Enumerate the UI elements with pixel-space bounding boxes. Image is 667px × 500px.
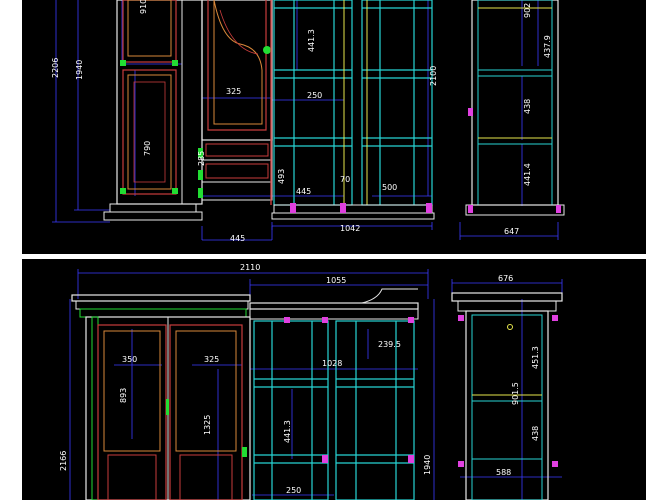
dim-label: 239.5	[378, 340, 401, 349]
side-elevation-top	[465, 0, 565, 216]
dim-label: 438	[523, 99, 532, 114]
shelving-bottom	[253, 320, 415, 500]
left-wardrobe-bottom	[85, 316, 251, 500]
dim-label: 901.5	[511, 382, 520, 405]
dim-label: 910	[139, 0, 148, 14]
dim-label: 437.9	[543, 35, 552, 58]
dim-label: 1055	[326, 276, 346, 285]
dim-label: 676	[498, 274, 513, 283]
dim-label: 2110	[240, 263, 260, 272]
dim-label: 2100	[429, 66, 438, 86]
dim-label: 893	[119, 388, 128, 403]
dimension-lines-top	[52, 0, 559, 241]
cabinet-elevation-top-svg: 2206 1940 910 325 790 285 493 445 445 44…	[51, 0, 565, 243]
dim-label: 1325	[203, 415, 212, 435]
shelving-top	[273, 0, 433, 206]
dim-label: 441.3	[307, 29, 316, 52]
dim-label: 250	[286, 486, 301, 495]
dim-label: 790	[143, 141, 152, 156]
dim-label: 500	[382, 183, 397, 192]
dim-label: 588	[496, 468, 511, 477]
dim-label: 445	[230, 234, 245, 243]
dim-label: 2166	[59, 451, 68, 471]
dim-label: 1940	[423, 455, 432, 475]
cad-drawing-bottom-panel: 2110 1055 676 350 325 893 1325 1028 239.…	[22, 259, 646, 500]
dim-label: 441.3	[283, 420, 292, 443]
dim-label: 451.3	[531, 346, 540, 369]
dim-label: 1028	[322, 359, 342, 368]
dim-label: 1042	[340, 224, 360, 233]
dim-label: 445	[296, 187, 311, 196]
dim-label: 2206	[51, 58, 60, 78]
dim-label: 285	[197, 151, 206, 166]
dimension-lines-bottom	[69, 269, 563, 500]
dim-label: 350	[122, 355, 137, 364]
dim-label: 493	[277, 169, 286, 184]
dim-label: 438	[531, 426, 540, 441]
dim-label: 325	[226, 87, 241, 96]
dim-label: 325	[204, 355, 219, 364]
shelf-base-top	[271, 203, 435, 220]
shelf-accents-bottom	[284, 317, 414, 463]
arched-door-top	[198, 0, 273, 205]
dim-label: 441.4	[523, 163, 532, 186]
cad-drawing-top-panel: 2206 1940 910 325 790 285 493 445 445 44…	[22, 0, 646, 254]
dim-label: 902	[523, 3, 532, 18]
left-wardrobe-top	[103, 0, 203, 221]
dim-label: 647	[504, 227, 519, 236]
dim-label: 1940	[75, 60, 84, 80]
cornice-bottom	[71, 288, 419, 320]
cabinet-elevation-bottom-svg: 2110 1055 676 350 325 893 1325 1028 239.…	[59, 263, 563, 500]
dim-label: 250	[307, 91, 322, 100]
side-elevation-bottom	[451, 292, 563, 500]
dim-label: 70	[340, 175, 350, 184]
